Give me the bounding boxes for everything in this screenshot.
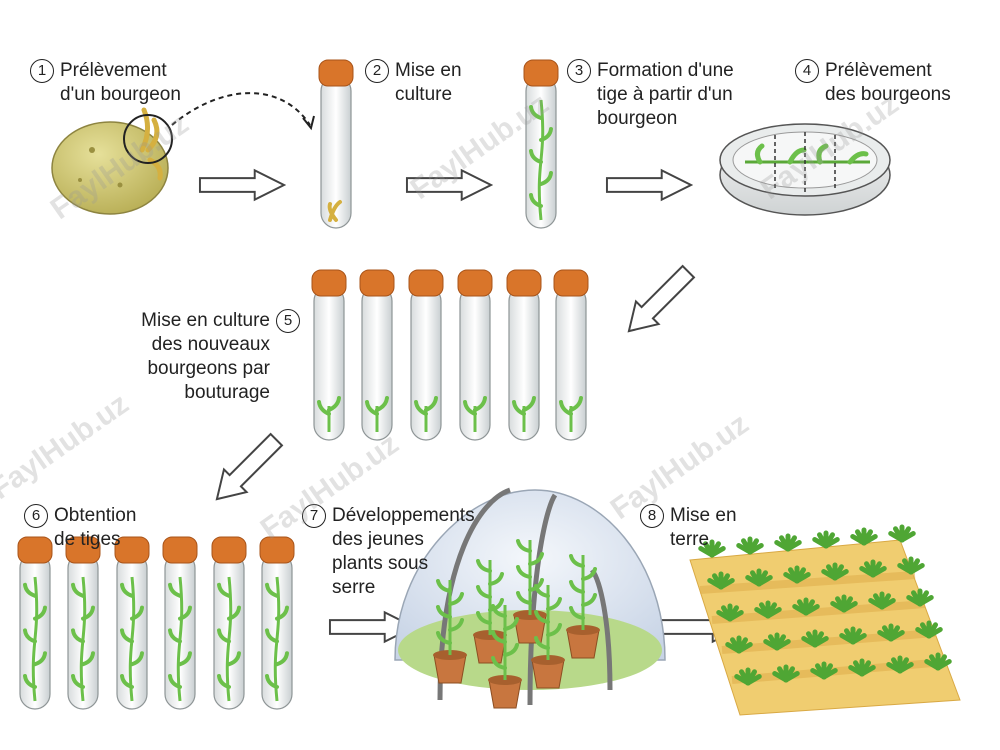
test-tube-step-5-2: [359, 269, 395, 441]
field-plant: [698, 539, 726, 558]
step-number-1: 1: [30, 59, 54, 83]
field-plant: [725, 635, 753, 654]
test-tube-step-6-1: [17, 536, 53, 710]
step-number-5: 5: [276, 309, 300, 333]
test-tube-step-5-6: [553, 269, 589, 441]
field-plant: [783, 565, 811, 584]
step-2-text: Mise en culture: [395, 60, 462, 105]
field-plant: [772, 664, 800, 683]
step-5-text: Mise en culture des nouveaux bourgeons p…: [141, 310, 270, 403]
arrow-right-2: [405, 169, 493, 201]
field-plant: [830, 594, 858, 613]
step-number-4: 4: [795, 59, 819, 83]
step-8-text: Mise en terre: [670, 505, 737, 550]
field-plant: [754, 600, 782, 619]
test-tubes: [17, 59, 589, 710]
field-plant: [877, 623, 905, 642]
field-plant: [745, 568, 773, 587]
pot-5: [488, 604, 522, 709]
field-plant: [924, 652, 952, 671]
step-number-2: 2: [365, 59, 389, 83]
field-plant: [716, 603, 744, 622]
test-tube-step-3: [523, 59, 559, 229]
test-tube-step-6-3: [114, 536, 150, 710]
step-4-text: Prélèvement des bourgeons: [825, 60, 951, 105]
step-number-7: 7: [302, 504, 326, 528]
field-plant: [821, 562, 849, 581]
test-tube-step-6-5: [211, 536, 247, 710]
field-plant: [774, 533, 802, 552]
greenhouse: [394, 487, 666, 709]
field-plant: [812, 530, 840, 549]
field-plant: [915, 620, 943, 639]
field: [689, 524, 961, 716]
step-number-3: 3: [567, 59, 591, 83]
arrow-right-1: [198, 169, 286, 201]
step-5-label: Mise en culture des nouveaux bourgeons p…: [110, 285, 300, 429]
field-plant: [848, 658, 876, 677]
field-plant: [906, 588, 934, 607]
pot-4: [566, 554, 600, 659]
test-tube-step-6-6: [259, 536, 295, 710]
arrow-diagonal-1: [627, 264, 696, 333]
field-plant: [859, 559, 887, 578]
arrow-diagonal-2: [215, 432, 284, 501]
field-plant: [888, 524, 916, 543]
test-tube-step-5-4: [457, 269, 493, 441]
pot-3: [513, 539, 547, 644]
step-7-text: Développements des jeunes plants sous se…: [332, 505, 475, 598]
step-number-6: 6: [24, 504, 48, 528]
step-number-8: 8: [640, 504, 664, 528]
field-plant: [810, 661, 838, 680]
field-plant: [736, 536, 764, 555]
field-plant: [734, 667, 762, 686]
field-plant: [763, 632, 791, 651]
field-plant: [839, 626, 867, 645]
step-6-text: Obtention de tiges: [54, 505, 137, 550]
potato-illustration: [51, 92, 315, 215]
field-plant: [707, 571, 735, 590]
test-tube-step-5-3: [408, 269, 444, 441]
test-tube-step-2: [318, 59, 354, 229]
field-plant: [850, 527, 878, 546]
field-plant: [886, 655, 914, 674]
arrow-right-3: [605, 169, 693, 201]
test-tube-step-5-1: [311, 269, 347, 441]
test-tube-step-6-4: [162, 536, 198, 710]
test-tube-step-5-5: [506, 269, 542, 441]
field-plant: [801, 629, 829, 648]
step-1-text: Prélèvement d'un bourgeon: [60, 60, 181, 105]
pot-1: [433, 579, 467, 684]
field-plant: [792, 597, 820, 616]
field-plant: [897, 556, 925, 575]
field-plant: [868, 591, 896, 610]
petri-dish: [719, 123, 891, 216]
pot-6: [531, 584, 565, 689]
step-3-text: Formation d'une tige à partir d'un bourg…: [597, 60, 734, 129]
test-tube-step-6-2: [65, 536, 101, 710]
